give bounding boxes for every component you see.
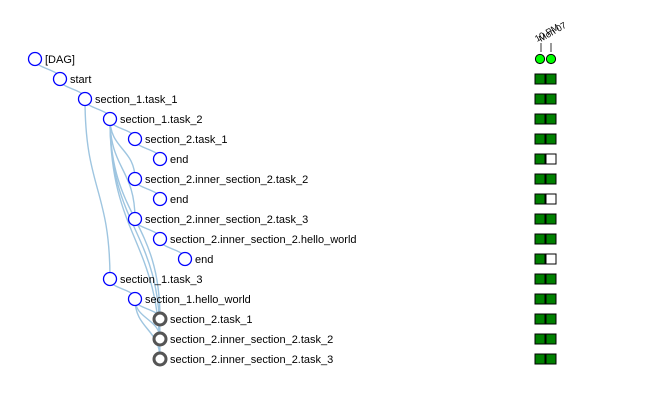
task-row[interactable]: section_2.inner_section_2.task_2 — [127, 171, 557, 187]
task-instance-success[interactable] — [545, 233, 557, 245]
task-instance-success[interactable] — [545, 93, 557, 105]
task-label[interactable]: section_2.inner_section_2.task_3 — [145, 214, 308, 226]
task-label[interactable]: [DAG] — [45, 54, 75, 66]
task-instance-success[interactable] — [534, 213, 546, 225]
task-instance-success[interactable] — [534, 333, 546, 345]
task-label[interactable]: end — [170, 154, 188, 166]
task-node[interactable] — [102, 271, 118, 287]
dag-run-status[interactable] — [534, 53, 546, 65]
task-node[interactable] — [127, 171, 143, 187]
task-instance-success[interactable] — [545, 353, 557, 365]
task-node[interactable] — [127, 131, 143, 147]
task-instance-success[interactable] — [534, 113, 546, 125]
task-instance-success[interactable] — [545, 213, 557, 225]
task-node[interactable] — [27, 51, 43, 67]
task-node[interactable] — [177, 251, 193, 267]
task-row[interactable]: section_2.inner_section_2.task_3 — [152, 351, 557, 367]
task-node[interactable] — [152, 151, 168, 167]
task-instance-success[interactable] — [545, 73, 557, 85]
task-instance-success[interactable] — [545, 133, 557, 145]
task-row[interactable]: section_1.task_2 — [102, 111, 557, 127]
task-label[interactable]: end — [195, 254, 213, 266]
task-instance-success[interactable] — [534, 313, 546, 325]
task-rows: [DAG] start section_1.task_1 section_1.task… — [27, 51, 557, 367]
task-label[interactable]: start — [70, 74, 91, 86]
task-label[interactable]: section_2.inner_section_2.task_2 — [145, 174, 308, 186]
task-label[interactable]: section_1.task_2 — [120, 114, 203, 126]
task-label[interactable]: section_1.hello_world — [145, 294, 251, 306]
task-instance-success[interactable] — [534, 293, 546, 305]
tree-link — [84, 98, 111, 280]
task-row[interactable]: end — [177, 251, 557, 267]
task-row[interactable]: section_1.task_1 — [77, 91, 557, 107]
task-node[interactable] — [52, 71, 68, 87]
task-instance-none[interactable] — [545, 193, 557, 205]
task-instance-success[interactable] — [534, 353, 546, 365]
task-instance-success[interactable] — [545, 313, 557, 325]
task-instance-success[interactable] — [534, 73, 546, 85]
task-label[interactable]: section_2.task_1 — [170, 314, 253, 326]
dag-run-header: 10 PM Mon 07 — [533, 20, 568, 65]
task-instance-success[interactable] — [534, 273, 546, 285]
task-instance-none[interactable] — [545, 253, 557, 265]
task-node[interactable] — [127, 291, 143, 307]
task-label[interactable]: section_1.task_1 — [95, 94, 178, 106]
task-instance-success[interactable] — [534, 253, 546, 265]
task-instance-success[interactable] — [545, 333, 557, 345]
task-instance-success[interactable] — [534, 153, 546, 165]
task-node[interactable] — [127, 211, 143, 227]
task-row[interactable]: section_1.hello_world — [127, 291, 557, 307]
task-label[interactable]: end — [170, 194, 188, 206]
task-row[interactable]: start — [52, 71, 557, 87]
task-instance-success[interactable] — [534, 173, 546, 185]
task-instance-success[interactable] — [545, 273, 557, 285]
task-label[interactable]: section_2.inner_section_2.task_2 — [170, 334, 333, 346]
task-instance-none[interactable] — [545, 153, 557, 165]
task-row[interactable]: section_2.task_1 — [127, 131, 557, 147]
mapped-task-node[interactable] — [152, 331, 168, 347]
task-node[interactable] — [77, 91, 93, 107]
task-instance-success[interactable] — [534, 93, 546, 105]
mapped-task-node[interactable] — [152, 311, 168, 327]
task-label[interactable]: section_2.task_1 — [145, 134, 228, 146]
task-node[interactable] — [102, 111, 118, 127]
task-row[interactable]: section_2.task_1 — [152, 311, 557, 327]
task-instance-success[interactable] — [534, 193, 546, 205]
task-row[interactable]: section_2.inner_section_2.task_2 — [152, 331, 557, 347]
mapped-task-node[interactable] — [152, 351, 168, 367]
task-row[interactable]: end — [152, 191, 557, 207]
task-instance-success[interactable] — [534, 233, 546, 245]
task-node[interactable] — [152, 191, 168, 207]
task-node[interactable] — [152, 231, 168, 247]
task-label[interactable]: section_2.inner_section_2.task_3 — [170, 354, 333, 366]
task-row[interactable]: section_1.task_3 — [102, 271, 557, 287]
task-row[interactable]: [DAG] — [27, 51, 75, 67]
task-instance-success[interactable] — [545, 293, 557, 305]
task-instance-success[interactable] — [545, 113, 557, 125]
task-instance-success[interactable] — [534, 133, 546, 145]
task-row[interactable]: section_2.inner_section_2.task_3 — [127, 211, 557, 227]
task-label[interactable]: section_2.inner_section_2.hello_world — [170, 234, 357, 246]
task-instance-success[interactable] — [545, 173, 557, 185]
dag-run-status[interactable] — [545, 53, 557, 65]
task-row[interactable]: end — [152, 151, 557, 167]
task-row[interactable]: section_2.inner_section_2.hello_world — [152, 231, 557, 247]
task-label[interactable]: section_1.task_3 — [120, 274, 203, 286]
